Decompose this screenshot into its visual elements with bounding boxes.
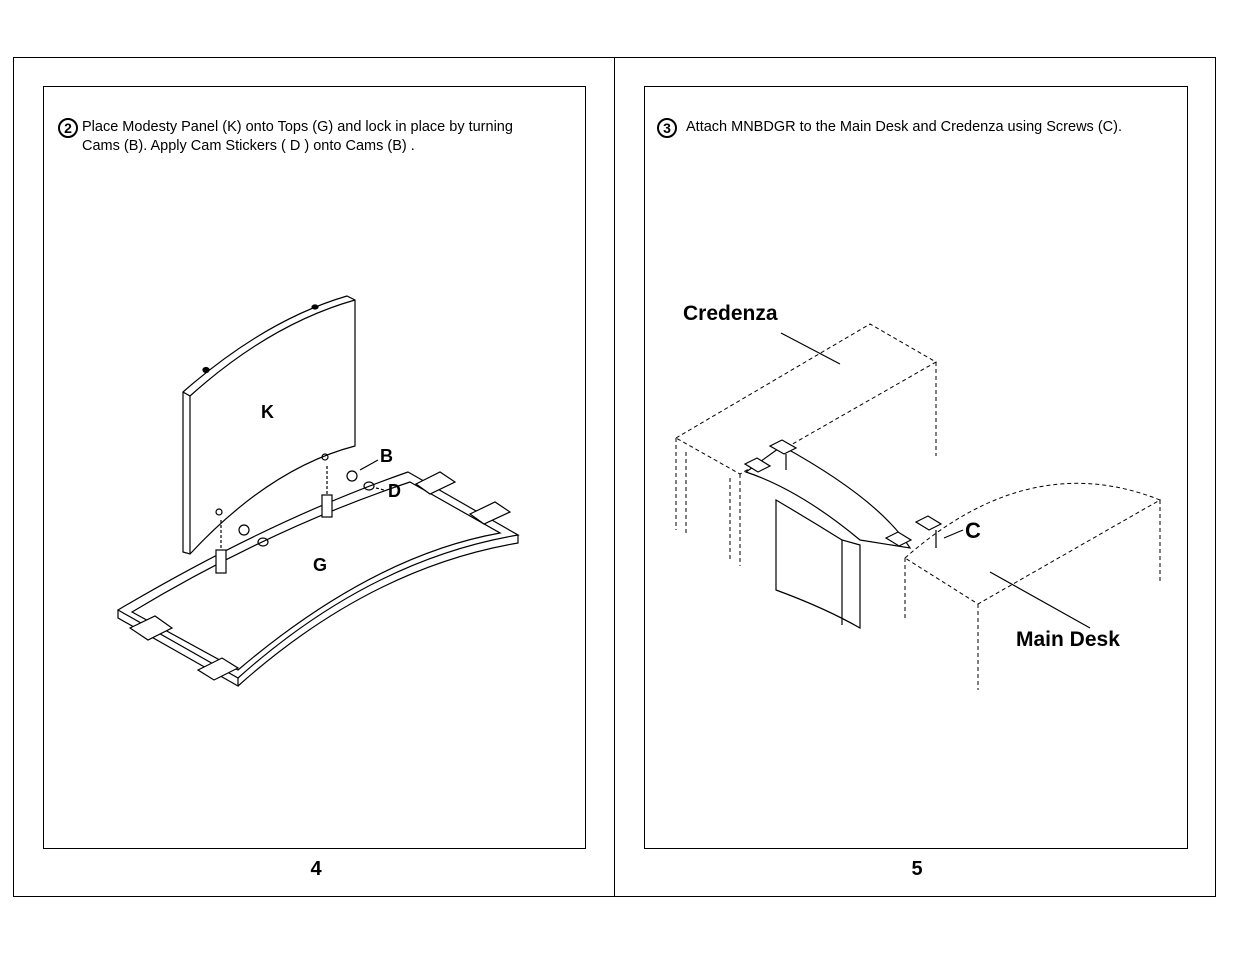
label-b: B [380,446,393,466]
cam-bolt-2 [215,549,227,574]
left-step-instruction: 2 Place Modesty Panel (K) onto Tops (G) … [58,118,513,156]
credenza-leader [780,332,841,365]
label-k: K [261,402,274,422]
page-number-4: 4 [310,858,322,880]
label-c: C [965,518,981,543]
bracket-1 [743,457,772,473]
bracket-plates [128,471,512,681]
top-g-edge [117,535,519,688]
cam-b-2 [238,524,250,536]
bridge-top [744,445,912,549]
step-number-badge: 3 [657,118,677,138]
instruction-line: Attach MNBDGR to the Main Desk and Crede… [686,119,1122,135]
bracket-4 [914,515,943,531]
screw-c-leader [943,529,964,539]
instruction-line-2: Cams (B). Apply Cam Stickers ( D ) onto … [82,138,415,154]
left-page-frame [43,86,586,849]
label-credenza: Credenza [683,302,778,325]
label-g: G [313,555,328,575]
modesty-panel-k [182,295,356,555]
modesty-panel-assembly-diagram [116,295,520,688]
cam-b-1 [346,470,358,482]
step-number-badge: 2 [58,118,78,138]
label-main-desk: Main Desk [1016,628,1120,651]
bracket-3 [884,531,913,547]
cam-sticker-d [363,481,375,491]
right-step-instruction: 3 Attach MNBDGR to the Main Desk and Cre… [657,118,1122,138]
main-desk-outline [904,482,1162,605]
page-divider [614,57,615,897]
label-d: D [388,481,401,501]
instruction-line-1: Place Modesty Panel (K) onto Tops (G) an… [82,119,513,135]
cam-hole-top [311,304,319,310]
right-page-frame [644,86,1188,849]
cam-bolt-1 [321,494,333,518]
main-desk-leader [989,571,1091,629]
cam-hole-side [202,366,210,374]
page-number-5: 5 [911,858,923,880]
step-text: Place Modesty Panel (K) onto Tops (G) an… [82,118,513,156]
bracket-2 [768,439,798,455]
modesty-panel [775,498,861,630]
